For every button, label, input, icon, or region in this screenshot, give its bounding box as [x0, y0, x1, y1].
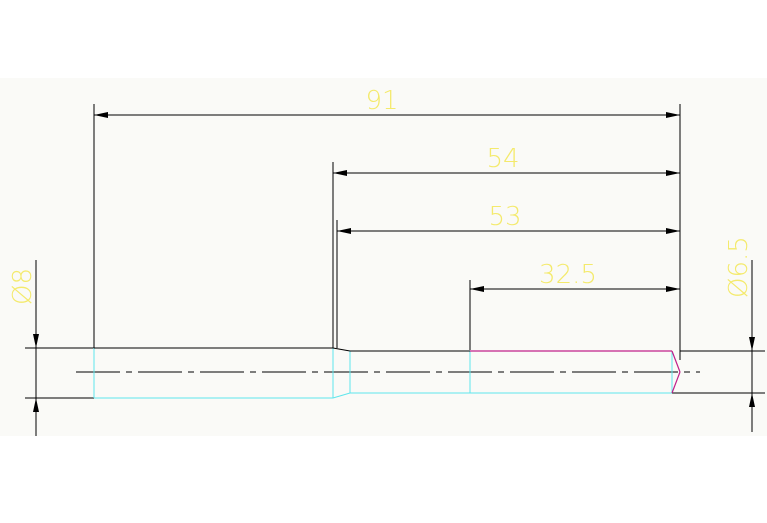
dim-text-32-5: 32.5 [539, 260, 597, 290]
dim-text-54: 54 [486, 144, 519, 174]
drawing-area [0, 78, 767, 436]
dim-text-dia65: Ø6.5 [724, 236, 754, 298]
dim-text-53: 53 [488, 202, 521, 232]
tip-chamfer [671, 350, 681, 394]
dim-text-91: 91 [365, 86, 398, 116]
part-outline [93, 348, 673, 399]
dim-text-dia8: Ø8 [8, 268, 38, 305]
extension-lines [25, 104, 765, 399]
part-top-edge [94, 347, 470, 352]
